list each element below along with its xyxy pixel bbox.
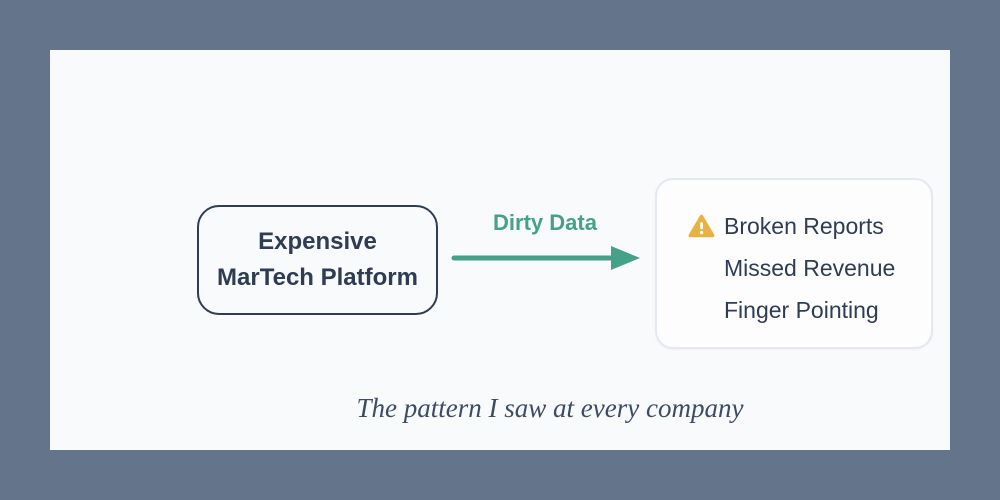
icon-spacer [688, 255, 724, 281]
outcome-item: Finger Pointing [724, 296, 879, 323]
outcome-item: Missed Revenue [724, 254, 896, 281]
arrow-label: Dirty Data [493, 210, 597, 235]
warning-triangle-icon [688, 213, 724, 239]
icon-spacer [688, 297, 724, 323]
source-box-line1: Expensive [258, 228, 377, 255]
source-box-line2: MarTech Platform [217, 264, 418, 291]
outcome-row: Missed Revenue [688, 247, 931, 289]
caption: The pattern I saw at every company [356, 393, 744, 423]
outcome-row: Finger Pointing [688, 289, 931, 331]
arrow-right-icon [451, 246, 640, 270]
outcome-item: Broken Reports [724, 212, 884, 239]
source-box: Expensive MarTech Platform [197, 205, 438, 315]
diagram-panel: Expensive MarTech Platform Dirty Data Br… [50, 50, 950, 450]
outcome-row: Broken Reports [688, 205, 931, 247]
outcome-card: Broken Reports Missed Revenue Finger Poi… [655, 178, 933, 349]
